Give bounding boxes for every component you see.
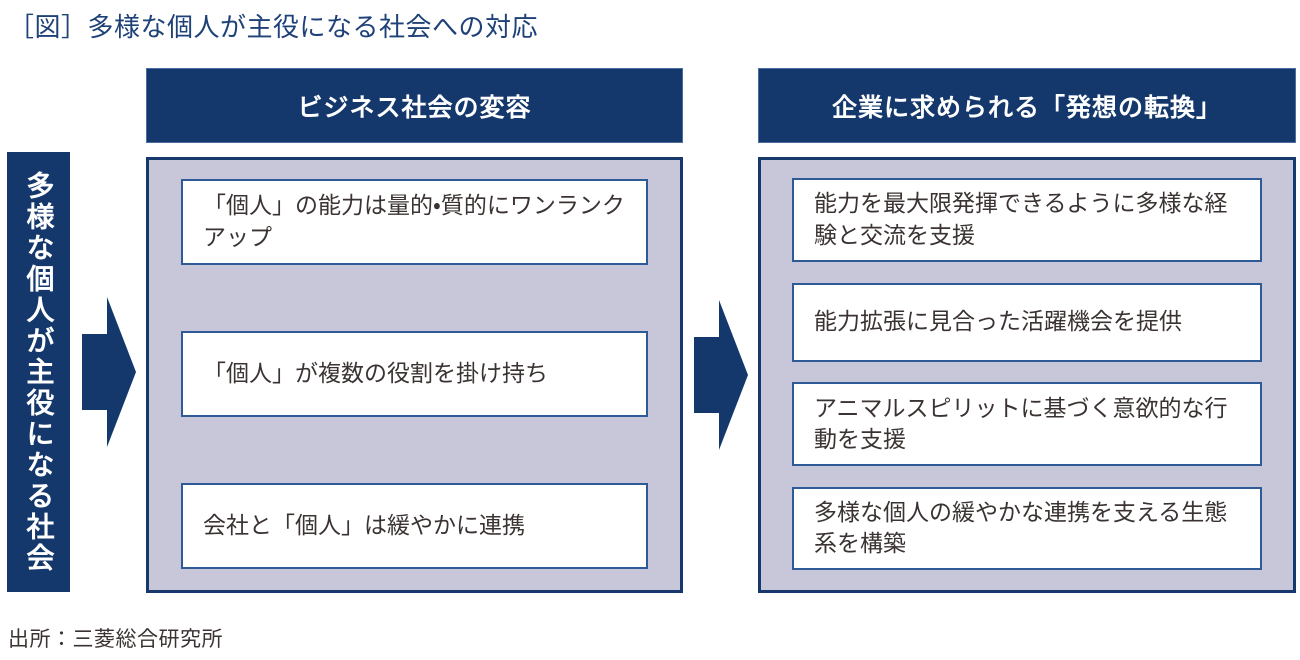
list-item: アニマルスピリットに基づく意欲的な行動を支援 bbox=[792, 382, 1262, 467]
list-item-text: アニマルスピリットに基づく意欲的な行動を支援 bbox=[814, 394, 1228, 453]
list-item: 能力拡張に見合った活躍機会を提供 bbox=[792, 282, 1262, 362]
right-arrow-icon bbox=[694, 300, 748, 450]
list-item-text: 会社と「個人」は緩やかに連携 bbox=[203, 512, 525, 539]
list-item: 多様な個人の緩やかな連携を支える生態系を構築 bbox=[792, 486, 1262, 570]
figure-title: ［図］多様な個人が主役になる社会への対応 bbox=[8, 12, 539, 42]
list-item-text: 能力拡張に見合った活躍機会を提供 bbox=[814, 308, 1182, 335]
society-banner: 多様な個人が主役になる社会 bbox=[7, 152, 70, 592]
list-item: 会社と「個人」は緩やかに連携 bbox=[181, 483, 648, 569]
header-business-society-change-label: ビジネス社会の変容 bbox=[297, 93, 532, 122]
list-item-text: 「個人」が複数の役割を掛け持ち bbox=[203, 360, 548, 387]
list-item: 「個人」の能力は量的・質的にワンランクアップ bbox=[181, 179, 648, 265]
header-required-mindset-shift-label: 企業に求められる「発想の転換」 bbox=[831, 93, 1222, 122]
list-item: 「個人」が複数の役割を掛け持ち bbox=[181, 331, 648, 417]
source-note: 出所：三菱総合研究所 bbox=[8, 628, 223, 651]
list-item-text: 多様な個人の緩やかな連携を支える生態系を構築 bbox=[814, 498, 1228, 557]
panel-business-society-change: 「個人」の能力は量的・質的にワンランクアップ 「個人」が複数の役割を掛け持ち 会… bbox=[146, 157, 683, 593]
header-required-mindset-shift: 企業に求められる「発想の転換」 bbox=[758, 68, 1296, 143]
header-business-society-change: ビジネス社会の変容 bbox=[146, 68, 683, 143]
panel-required-mindset-shift: 能力を最大限発揮できるように多様な経験と交流を支援 能力拡張に見合った活躍機会を… bbox=[758, 157, 1296, 593]
right-arrow-icon bbox=[82, 297, 136, 447]
list-item: 能力を最大限発揮できるように多様な経験と交流を支援 bbox=[792, 178, 1262, 262]
list-item-text: 能力を最大限発揮できるように多様な経験と交流を支援 bbox=[814, 190, 1228, 248]
list-item-text: 「個人」の能力は量的・質的にワンランクアップ bbox=[203, 192, 625, 250]
society-banner-label: 多様な個人が主役になる社会 bbox=[23, 170, 55, 574]
